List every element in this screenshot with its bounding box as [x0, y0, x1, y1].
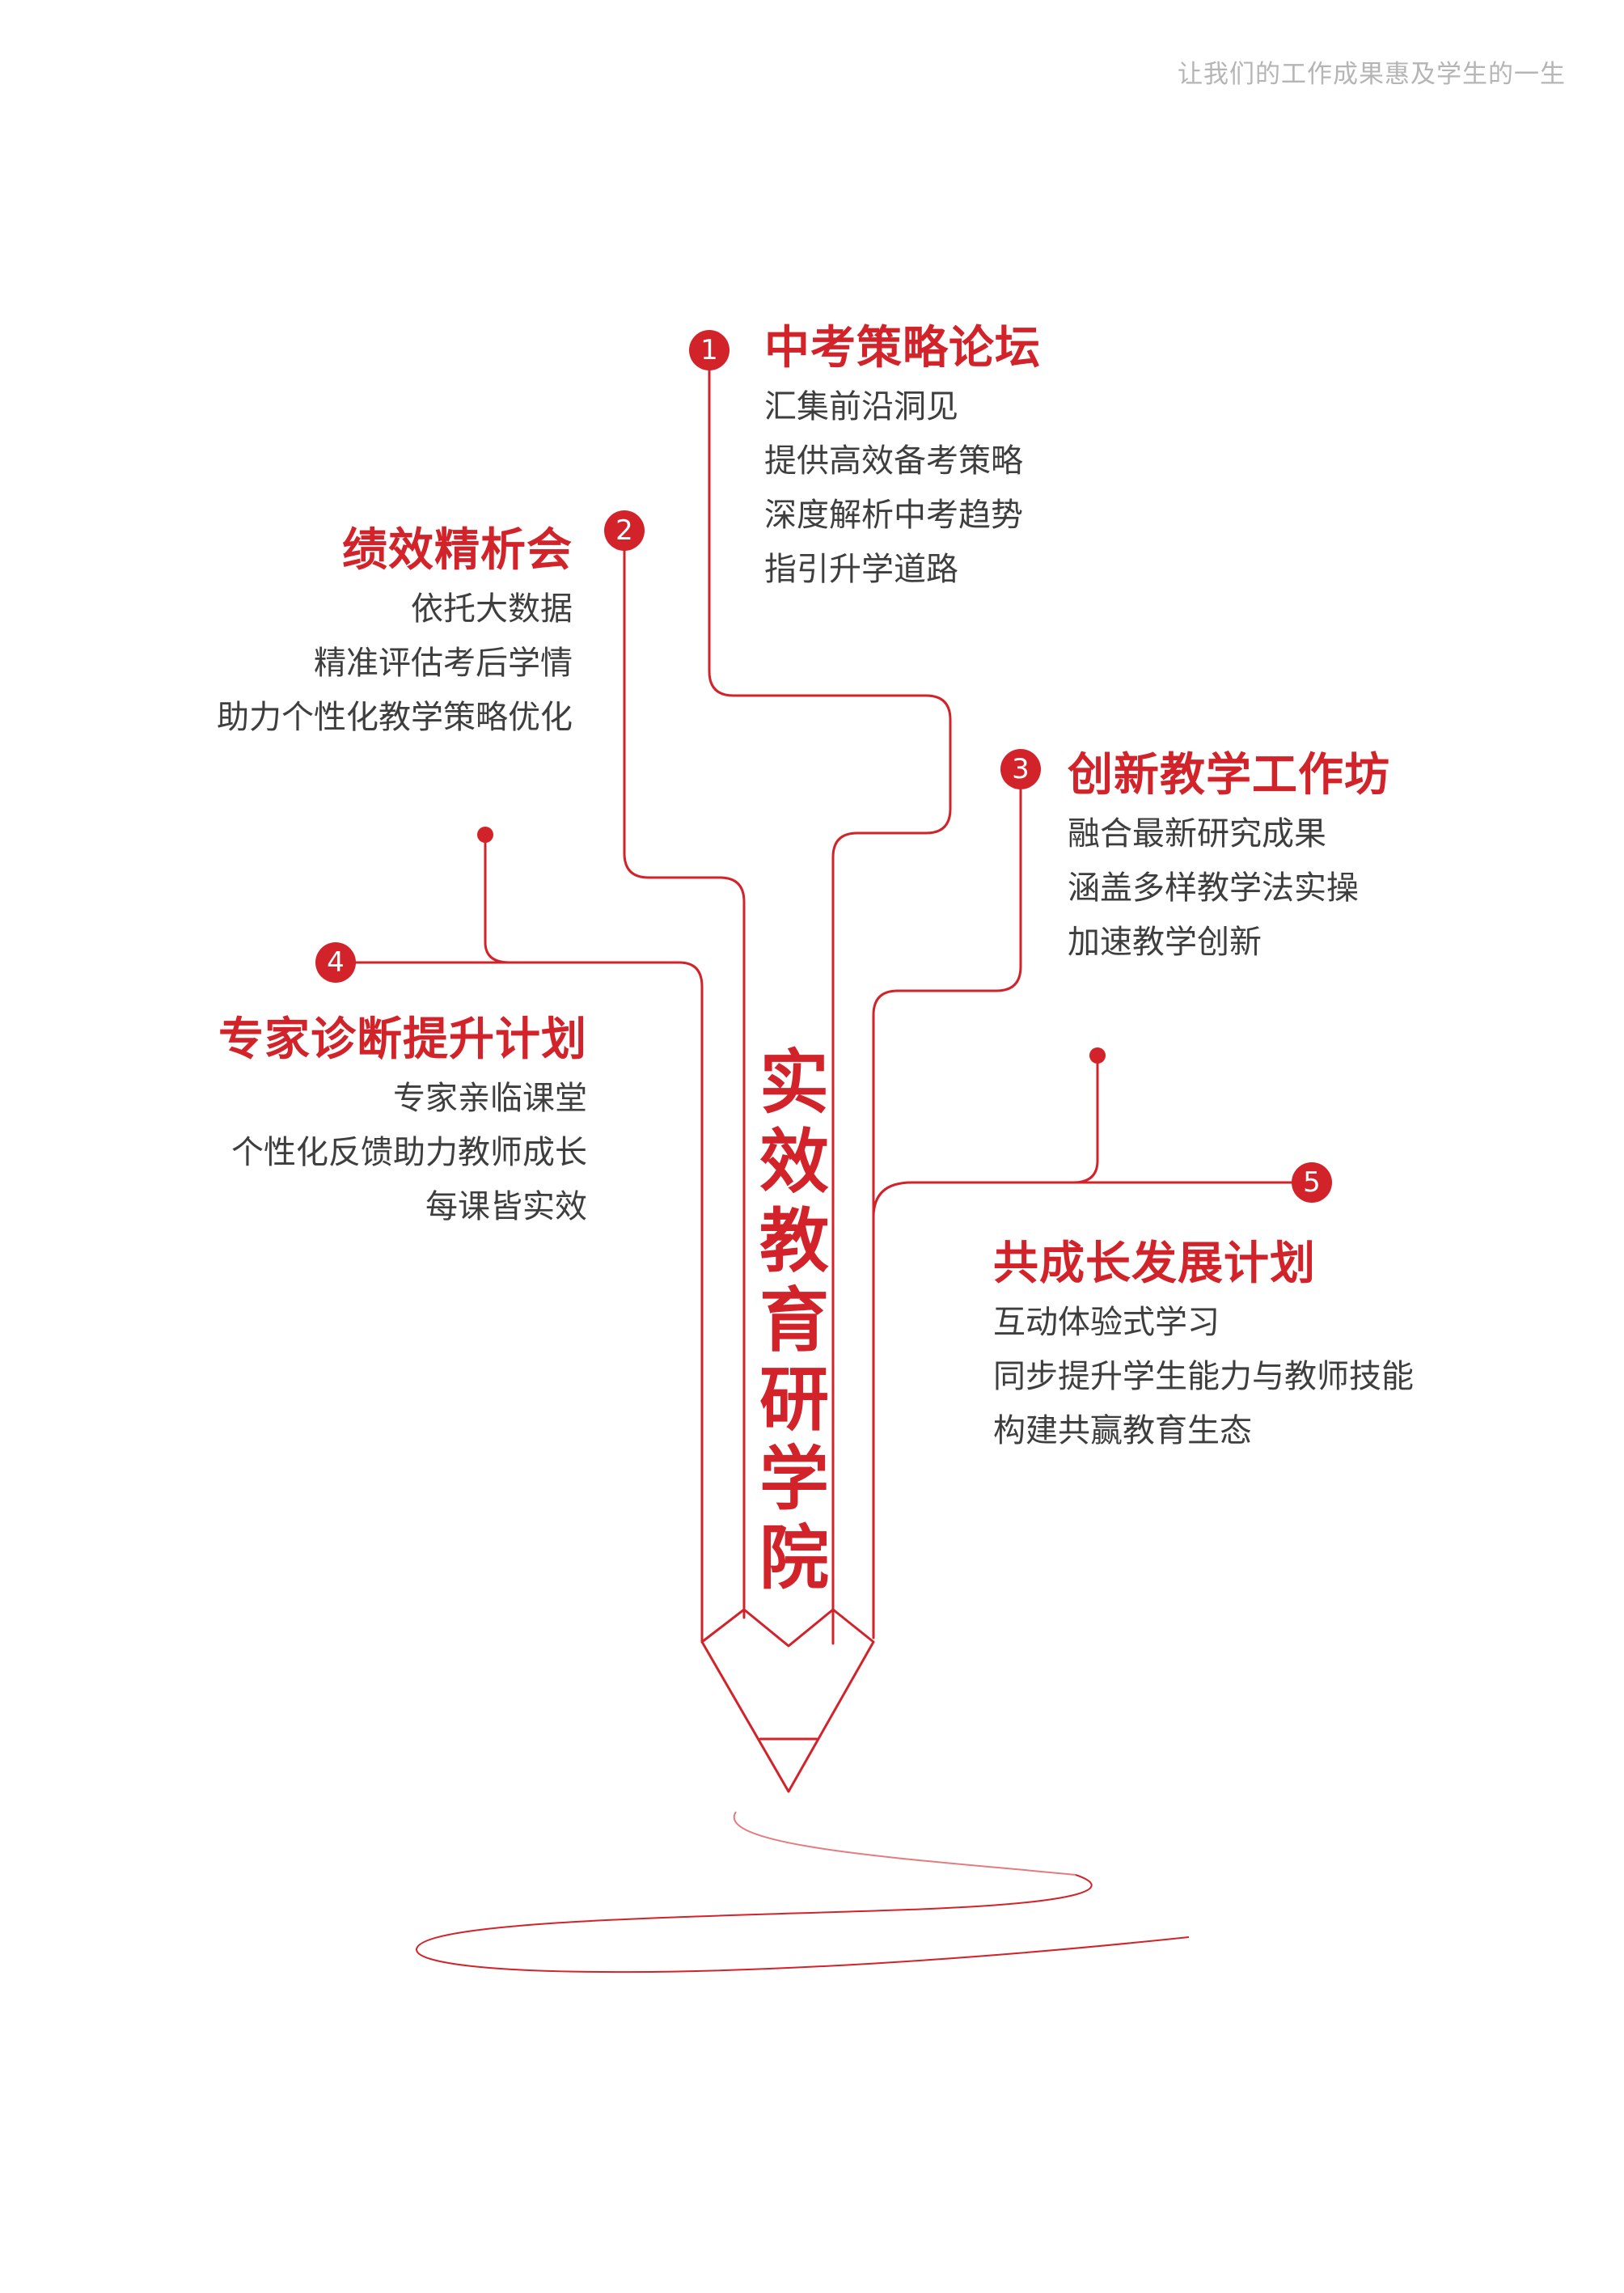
item-1-line: 深度解析中考趋势: [764, 497, 1023, 534]
center-title-char: 学: [759, 1438, 829, 1520]
marker-4: 4: [315, 942, 356, 983]
item-5-line: 构建共赢教育生态: [993, 1412, 1252, 1449]
page-tagline: 让我们的工作成果惠及学生的一生: [1178, 60, 1566, 89]
swoosh-loop: [415, 1874, 1190, 1974]
item-1: 中考策略论坛 汇集前沿洞见 提供高效备考策略 深度解析中考趋势 指引升学道路: [764, 317, 1041, 597]
connector-5: [872, 1054, 1099, 1219]
marker-1: 1: [689, 330, 730, 370]
dot-4: [477, 827, 493, 843]
center-title-char: 研: [759, 1359, 829, 1441]
item-2-title: 绩效精析会: [342, 524, 573, 577]
swoosh-upper: [733, 1811, 1076, 1876]
item-5-title: 共成长发展计划: [993, 1237, 1316, 1290]
connector-2: [623, 532, 746, 1619]
marker-5: 5: [1292, 1162, 1332, 1203]
item-3: 创新教学工作坊 融合最新研究成果 涵盖多样教学法实操 加速教学创新: [1068, 744, 1390, 970]
connector-4: [484, 833, 704, 1644]
item-3-line: 加速教学创新: [1068, 924, 1262, 961]
item-1-line: 汇集前沿洞见: [764, 388, 958, 425]
pencil-tip: [700, 1608, 875, 1793]
dot-5: [1089, 1047, 1106, 1064]
item-4-title: 专家诊断提升计划: [218, 1013, 587, 1066]
center-title-char: 育: [759, 1280, 829, 1361]
connector-1: [708, 352, 952, 1645]
item-2: 绩效精析会 依托大数据 精准评估考后学情 助力个性化教学策略优化: [217, 519, 573, 745]
item-3-line: 融合最新研究成果: [1068, 815, 1326, 852]
center-title-char: 效: [759, 1121, 829, 1203]
center-title: 实 效 教 育 研 学 院: [754, 1043, 835, 1598]
item-5-line: 互动体验式学习: [993, 1304, 1220, 1341]
item-3-title: 创新教学工作坊: [1068, 749, 1390, 802]
item-5: 共成长发展计划 互动体验式学习 同步提升学生能力与教师技能 构建共赢教育生态: [993, 1233, 1414, 1458]
item-2-line: 依托大数据: [411, 590, 573, 628]
connector-3: [872, 771, 1022, 1639]
item-4-line: 个性化反馈助力教师成长: [231, 1134, 587, 1171]
item-2-line: 精准评估考后学情: [314, 645, 573, 682]
item-1-line: 提供高效备考策略: [764, 442, 1023, 480]
item-2-line: 助力个性化教学策略优化: [217, 699, 573, 736]
item-1-title: 中考策略论坛: [764, 322, 1041, 374]
marker-3: 3: [1000, 749, 1041, 789]
item-5-line: 同步提升学生能力与教师技能: [993, 1358, 1414, 1395]
center-title-char: 教: [759, 1200, 829, 1282]
item-4-line: 专家亲临课堂: [393, 1080, 587, 1117]
item-4: 专家诊断提升计划 专家亲临课堂 个性化反馈助力教师成长 每课皆实效: [218, 1009, 587, 1234]
item-4-line: 每课皆实效: [425, 1188, 587, 1225]
marker-2: 2: [604, 510, 645, 551]
item-3-line: 涵盖多样教学法实操: [1068, 869, 1359, 907]
item-1-line: 指引升学道路: [764, 551, 958, 588]
center-title-char: 实: [759, 1042, 829, 1123]
center-title-char: 院: [759, 1517, 829, 1599]
